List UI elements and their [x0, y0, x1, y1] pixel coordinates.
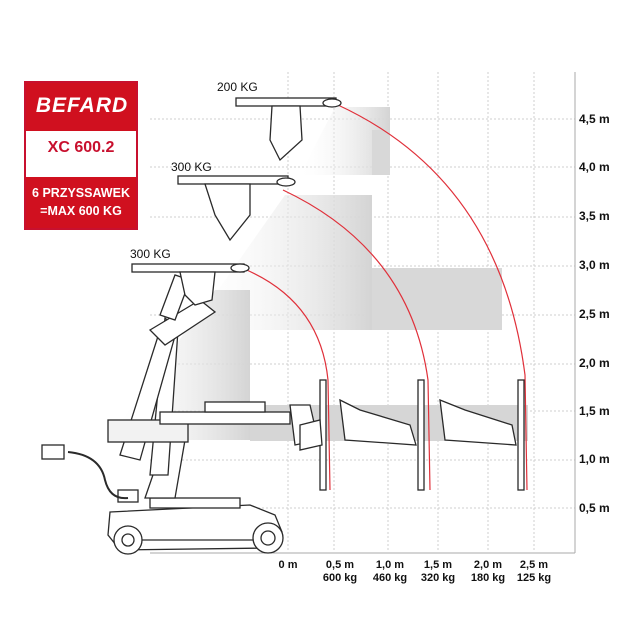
machine-mast [107, 274, 217, 476]
capacity-label-top: 200 KG [217, 80, 258, 94]
y-tick-label: 2,5 m [579, 307, 610, 321]
y-tick-label: 4,0 m [579, 160, 610, 174]
x-tick-load: 320 kg [420, 572, 456, 584]
machine-base [107, 439, 284, 555]
y-tick-label: 4,5 m [579, 112, 610, 126]
brand-logo: BEFARD [35, 94, 129, 117]
spec-box: 6 PRZYSSAWEK =MAX 600 KG [26, 177, 136, 228]
x-tick-distance: 0,5 m [325, 559, 355, 571]
vacuum-heads-raised [131, 97, 342, 306]
x-tick-load: 125 kg [516, 572, 552, 584]
x-tick-distance: 1,0 m [375, 559, 405, 571]
x-tick-load: 460 kg [372, 572, 408, 584]
brand-panel: BEFARD XC 600.2 6 PRZYSSAWEK =MAX 600 KG [24, 81, 138, 230]
x-tick-load: 180 kg [470, 572, 506, 584]
y-tick-label: 1,5 m [579, 404, 610, 418]
model-name: XC 600.2 [47, 139, 115, 156]
spec-line-2: =MAX 600 KG [40, 204, 122, 218]
y-tick-label: 1,0 m [579, 452, 610, 466]
spec-line-1: 6 PRZYSSAWEK [32, 186, 130, 200]
x-tick-load: 600 kg [322, 572, 358, 584]
y-tick-label: 0,5 m [579, 501, 610, 515]
vacuum-heads-vertical [299, 379, 525, 491]
y-tick-label: 3,0 m [579, 258, 610, 272]
x-tick-distance: 0 m [278, 559, 298, 571]
capacity-label-bottom: 300 KG [130, 247, 171, 261]
control-handle [41, 444, 129, 500]
reach-arcs [241, 104, 528, 491]
brand-header: BEFARD [26, 83, 136, 131]
y-tick-label: 2,0 m [579, 356, 610, 370]
x-tick-distance: 1,5 m [423, 559, 453, 571]
x-tick-distance: 2,5 m [519, 559, 549, 571]
x-tick-distance: 2,0 m [473, 559, 503, 571]
capacity-label-middle: 300 KG [171, 160, 212, 174]
y-tick-label: 3,5 m [579, 209, 610, 223]
